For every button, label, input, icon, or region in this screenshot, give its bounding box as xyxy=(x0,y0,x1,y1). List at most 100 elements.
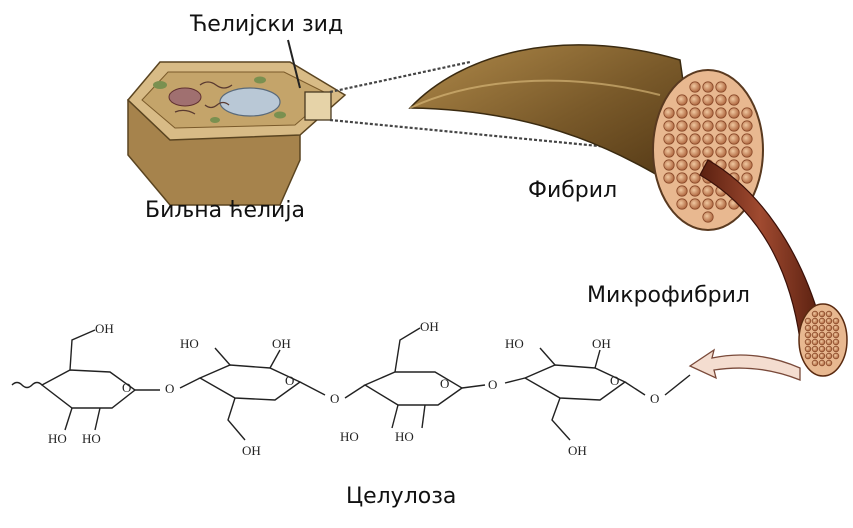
fiber-dot xyxy=(703,186,713,196)
ring-o-label: O xyxy=(122,380,131,395)
fiber-dot xyxy=(690,199,700,209)
fiber-dot xyxy=(742,173,752,183)
fiber-dot xyxy=(664,173,674,183)
fiber-dot xyxy=(690,82,700,92)
fiber-dot xyxy=(690,95,700,105)
oh-label: OH xyxy=(242,443,261,458)
fiber-dot xyxy=(703,121,713,131)
fiber-dot xyxy=(664,134,674,144)
oh-label: OH xyxy=(592,336,611,351)
plant-cell xyxy=(128,40,345,205)
fiber-dot xyxy=(664,121,674,131)
ring-o-label: O xyxy=(610,373,619,388)
label-microfibril: Микрофибрил xyxy=(587,283,750,308)
fiber-dot xyxy=(742,134,752,144)
fiber-dot xyxy=(690,147,700,157)
fiber-dot xyxy=(833,346,839,352)
fiber-dot xyxy=(716,134,726,144)
fiber-dot xyxy=(677,173,687,183)
fiber-dot xyxy=(703,199,713,209)
fiber-dot xyxy=(729,121,739,131)
vacuole xyxy=(220,88,280,116)
fiber-dot xyxy=(833,339,839,345)
bridge-o-label: O xyxy=(650,391,659,406)
fiber-dot xyxy=(826,325,832,331)
fiber-dot xyxy=(812,346,818,352)
fiber-dot xyxy=(690,160,700,170)
fiber-dot xyxy=(690,108,700,118)
fiber-dot xyxy=(664,147,674,157)
oh-label: OH xyxy=(272,336,291,351)
fiber-dot xyxy=(677,134,687,144)
fiber-dot xyxy=(805,318,811,324)
fiber-dot xyxy=(819,339,825,345)
fiber-dot xyxy=(812,339,818,345)
bridge-o-label: O xyxy=(330,391,339,406)
microfibril-strand xyxy=(700,160,820,340)
fiber-dot xyxy=(729,160,739,170)
fiber-dot xyxy=(819,318,825,324)
fiber-dot xyxy=(703,134,713,144)
fiber-dot xyxy=(833,332,839,338)
fiber-dot xyxy=(742,160,752,170)
label-cell-wall: Ћелијски зид xyxy=(190,12,343,37)
fiber-dot xyxy=(703,212,713,222)
fiber-dot xyxy=(729,147,739,157)
fiber-dot xyxy=(677,160,687,170)
fiber-dot xyxy=(716,147,726,157)
label-plant-cell: Биљна ћелија xyxy=(145,198,305,223)
fiber-dot xyxy=(812,311,818,317)
oh-label: OH xyxy=(568,443,587,458)
fiber-dot xyxy=(826,346,832,352)
fiber-dot xyxy=(690,173,700,183)
fiber-dot xyxy=(819,332,825,338)
fiber-dot xyxy=(729,108,739,118)
fiber-dot xyxy=(690,186,700,196)
fiber-dot xyxy=(716,82,726,92)
ho-label: HO xyxy=(340,429,359,444)
fiber-dot xyxy=(819,325,825,331)
fiber-dot xyxy=(677,186,687,196)
fiber-dot xyxy=(729,134,739,144)
label-fibril: Фибрил xyxy=(528,178,617,203)
oh-label: OH xyxy=(95,321,114,336)
fiber-dot xyxy=(819,346,825,352)
fiber-dot xyxy=(690,121,700,131)
ho-label: HO xyxy=(395,429,414,444)
fiber-dot xyxy=(664,160,674,170)
fiber-dot xyxy=(812,332,818,338)
fiber-dot xyxy=(690,134,700,144)
fiber-dot xyxy=(833,318,839,324)
fiber-dot xyxy=(826,311,832,317)
ho-label: HO xyxy=(180,336,199,351)
fiber-dot xyxy=(833,353,839,359)
wall-box xyxy=(305,92,331,120)
ho-label: HO xyxy=(505,336,524,351)
fiber-dot xyxy=(805,353,811,359)
fiber-dot xyxy=(812,353,818,359)
fiber-dot xyxy=(703,82,713,92)
fiber-dot xyxy=(805,325,811,331)
fiber-dot xyxy=(677,95,687,105)
fiber-dot xyxy=(716,121,726,131)
fiber-dot xyxy=(819,353,825,359)
fiber-dot xyxy=(826,353,832,359)
fiber-dot xyxy=(703,108,713,118)
bridge-o-label: O xyxy=(488,377,497,392)
fiber-dot xyxy=(677,108,687,118)
fiber-dot xyxy=(812,325,818,331)
nucleus xyxy=(169,88,201,106)
fiber-dot xyxy=(812,360,818,366)
chain-wavy-end xyxy=(12,383,42,388)
fiber-dot xyxy=(664,108,674,118)
fiber-dot xyxy=(703,147,713,157)
bridge-o-label: O xyxy=(165,381,174,396)
fiber-dot xyxy=(805,332,811,338)
fiber-dot xyxy=(677,121,687,131)
fiber-dot xyxy=(826,360,832,366)
fiber-dot xyxy=(677,199,687,209)
fiber-dot xyxy=(833,325,839,331)
label-cellulose: Целулоза xyxy=(346,484,456,509)
fiber-dot xyxy=(819,311,825,317)
fiber-dot xyxy=(819,360,825,366)
